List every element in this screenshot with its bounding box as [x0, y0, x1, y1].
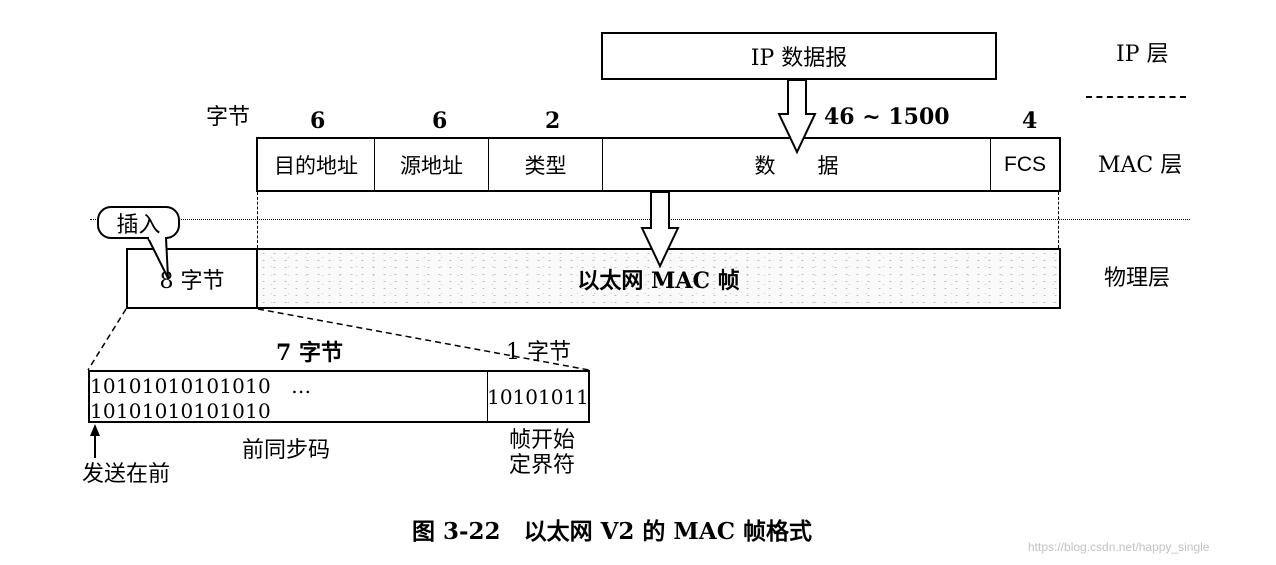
ethernet-mac-frame-box: 以太网 MAC 帧 [256, 248, 1061, 309]
sfd-label-line2: 定界符 [509, 453, 576, 478]
preamble-bytes-label: 8 字节 [159, 268, 225, 294]
field-type: 类型 [489, 139, 603, 190]
guide-line-left [257, 192, 258, 248]
ip-datagram-label: IP 数据报 [750, 46, 848, 71]
expansion-line-left [87, 308, 127, 371]
mac-physical-separator [90, 219, 1190, 220]
layer-separator-dashes [1086, 96, 1186, 98]
field-size-type: 2 [545, 108, 561, 134]
field-size-fcs: 4 [1022, 108, 1038, 134]
mac-frame-box: 目的地址 源地址 类型 数 据 FCS [256, 137, 1061, 192]
field-source-address: 源地址 [375, 139, 489, 190]
send-first-arrow-head [90, 424, 100, 436]
field-size-dest: 6 [310, 108, 326, 134]
preamble-box: 8 字节 [126, 248, 258, 309]
bytes-heading: 字节 [206, 105, 251, 130]
sfd-bytes-label: 1 字节 [506, 340, 571, 365]
send-first-label: 发送在前 [82, 462, 171, 487]
insert-callout: 插入 [97, 206, 180, 239]
sync-bytes-label: 7 字节 [276, 340, 343, 366]
sfd-bits: 10101011 [487, 384, 589, 409]
ip-layer-label: IP 层 [1116, 42, 1169, 67]
insert-callout-label: 插入 [116, 212, 161, 238]
field-data: 数 据 [603, 139, 991, 190]
watermark: https://blog.csdn.net/happy_single [1028, 540, 1210, 554]
guide-line-right [1058, 192, 1059, 248]
field-size-src: 6 [432, 108, 448, 134]
sync-bits: 10101010101010 … 10101010101010 [90, 372, 488, 423]
sync-label: 前同步码 [242, 438, 331, 463]
preamble-detail-box: 10101010101010 … 10101010101010 10101011 [88, 370, 590, 423]
sfd-label-line1: 帧开始 [509, 428, 576, 453]
field-size-data: 46 ~ 1500 [824, 104, 950, 130]
field-dest-address: 目的地址 [258, 139, 375, 190]
mac-layer-label: MAC 层 [1098, 153, 1183, 178]
ip-datagram-box: IP 数据报 [601, 32, 997, 80]
physical-layer-label: 物理层 [1104, 266, 1171, 291]
figure-caption: 图 3-22 以太网 V2 的 MAC 帧格式 [412, 518, 813, 545]
field-fcs: FCS [1004, 152, 1046, 176]
ethernet-mac-frame-label: 以太网 MAC 帧 [577, 267, 740, 294]
